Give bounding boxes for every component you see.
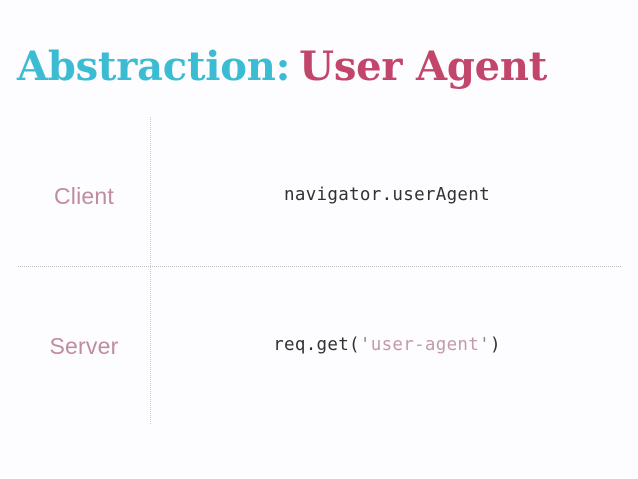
code-client-expression: navigator.userAgent bbox=[284, 185, 490, 205]
title-colon: : bbox=[275, 42, 291, 90]
code-server-quote-open: ' bbox=[359, 335, 371, 355]
divider-vertical bbox=[150, 117, 151, 424]
code-server-quote-close: ' bbox=[479, 335, 490, 355]
title-secondary-text: User Agent bbox=[299, 42, 548, 90]
code-snippet-server: req.get('user-agent') bbox=[152, 335, 622, 355]
code-server-string-literal: user-agent bbox=[370, 335, 480, 355]
row-label-server: Server bbox=[49, 333, 119, 359]
code-snippet-client: navigator.userAgent bbox=[152, 185, 622, 205]
page-title: Abstraction:User Agent bbox=[17, 41, 547, 93]
title-primary-text: Abstraction bbox=[17, 42, 276, 90]
code-server-prefix: req.get( bbox=[273, 335, 360, 355]
row-label-client: Client bbox=[53, 183, 114, 209]
divider-horizontal bbox=[18, 266, 621, 267]
code-server-suffix: ) bbox=[489, 335, 501, 355]
